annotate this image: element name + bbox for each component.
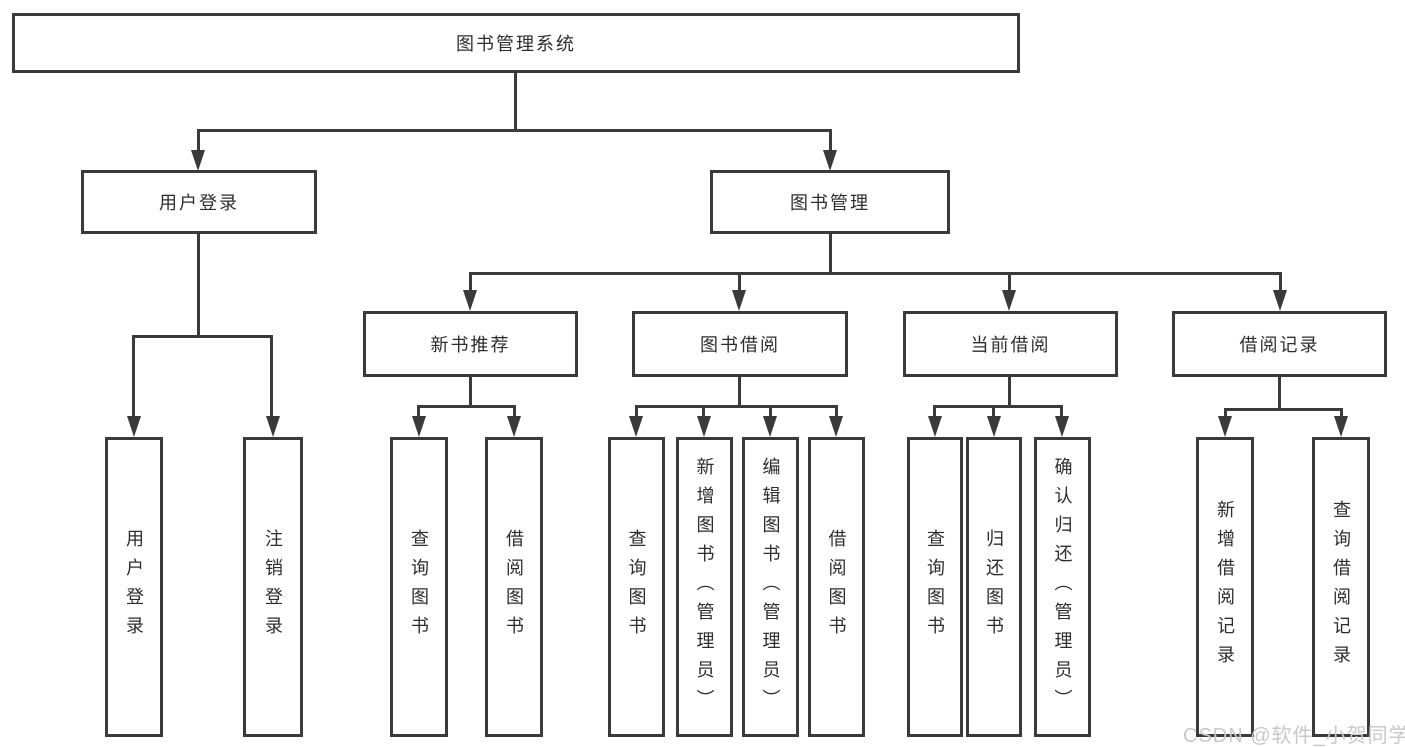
leaf-current-query-book: 查询图书 [907, 437, 963, 737]
node-borrow-records: 借阅记录 [1172, 311, 1387, 377]
arrowhead-down-icon [987, 416, 1001, 437]
leaf-recommend-borrow-book: 借阅图书 [485, 437, 543, 737]
node-root-label: 图书管理系统 [456, 34, 576, 54]
connector-recommend-right [513, 405, 516, 419]
node-root: 图书管理系统 [12, 13, 1020, 73]
connector-borrow-stub [738, 377, 741, 407]
node-current-borrow-label: 当前借阅 [970, 335, 1051, 355]
connector-login-left [132, 335, 135, 418]
node-user-login: 用户登录 [81, 170, 317, 234]
leaf-add-borrow-record: 新增借阅记录 [1196, 437, 1254, 737]
node-book-management: 图书管理 [710, 170, 950, 234]
arrowhead-down-icon [829, 416, 843, 437]
connector-current-1 [933, 405, 936, 419]
connector-current-stub [1008, 377, 1011, 407]
arrowhead-down-icon [1002, 290, 1016, 311]
node-new-book-recommend-label: 新书推荐 [430, 335, 511, 355]
leaf-edit-book-admin: 编辑图书（管理员） [742, 437, 799, 737]
connector-recommend-stub [469, 377, 472, 407]
connector-to-borrow [738, 272, 741, 294]
arrowhead-down-icon [928, 416, 942, 437]
connector-borrow-4 [835, 405, 838, 419]
leaf-recommend-query-book: 查询图书 [390, 437, 448, 737]
connector-login-right [270, 335, 273, 418]
arrowhead-down-icon [763, 416, 777, 437]
arrowhead-down-icon [697, 416, 711, 437]
connector-login-split [132, 335, 273, 338]
arrowhead-down-icon [1055, 416, 1069, 437]
arrowhead-down-icon [266, 416, 280, 437]
arrowhead-down-icon [127, 416, 141, 437]
arrowhead-down-icon [1273, 290, 1287, 311]
connector-recommend-left [417, 405, 420, 419]
connector-current-2 [992, 405, 995, 419]
connector-login-stub [197, 234, 200, 337]
connector-borrow-1 [635, 405, 638, 419]
connector-recommend-split [417, 405, 516, 408]
arrowhead-down-icon [191, 150, 205, 171]
arrowhead-down-icon [732, 290, 746, 311]
leaf-borrow-query-book: 查询图书 [608, 437, 665, 737]
arrowhead-down-icon [823, 150, 837, 171]
arrowhead-down-icon [629, 416, 643, 437]
connector-to-records [1279, 272, 1282, 294]
arrowhead-down-icon [1218, 416, 1232, 437]
connector-borrow-split [635, 405, 838, 408]
connector-to-recommend [469, 272, 472, 294]
connector-to-current [1008, 272, 1011, 294]
arrowhead-down-icon [412, 416, 426, 437]
arrowhead-down-icon [463, 290, 477, 311]
connector-borrow-2 [702, 405, 705, 419]
leaf-user-login: 用户登录 [105, 437, 163, 737]
node-current-borrow: 当前借阅 [903, 311, 1118, 377]
csdn-watermark: CSDN @软件_小贺同学 [1183, 725, 1405, 747]
connector-root-split [197, 129, 832, 132]
leaf-logout: 注销登录 [243, 437, 303, 737]
arrowhead-down-icon [507, 416, 521, 437]
leaf-query-borrow-record: 查询借阅记录 [1312, 437, 1370, 737]
node-book-management-label: 图书管理 [790, 193, 870, 213]
arrowhead-down-icon [1334, 416, 1348, 437]
connector-to-book-management [829, 129, 832, 155]
leaf-add-book-admin: 新增图书（管理员） [676, 437, 733, 737]
connector-records-right [1340, 408, 1343, 418]
connector-borrow-3 [769, 405, 772, 419]
node-book-borrow-label: 图书借阅 [700, 335, 780, 355]
node-borrow-records-label: 借阅记录 [1239, 335, 1320, 355]
connector-to-user-login [197, 129, 200, 155]
connector-root-stub [514, 73, 517, 131]
connector-current-3 [1060, 405, 1063, 419]
connector-current-split [933, 405, 1063, 408]
connector-records-split [1224, 408, 1343, 411]
leaf-borrow-book: 借阅图书 [808, 437, 865, 737]
node-new-book-recommend: 新书推荐 [363, 311, 578, 377]
connector-mgmt-stub [829, 234, 832, 274]
leaf-confirm-return-admin: 确认归还（管理员） [1034, 437, 1091, 737]
leaf-return-book: 归还图书 [966, 437, 1022, 737]
connector-records-left [1224, 408, 1227, 418]
node-book-borrow: 图书借阅 [632, 311, 848, 377]
node-user-login-label: 用户登录 [159, 193, 239, 213]
connector-mgmt-split [469, 272, 1282, 275]
connector-records-stub [1278, 377, 1281, 410]
